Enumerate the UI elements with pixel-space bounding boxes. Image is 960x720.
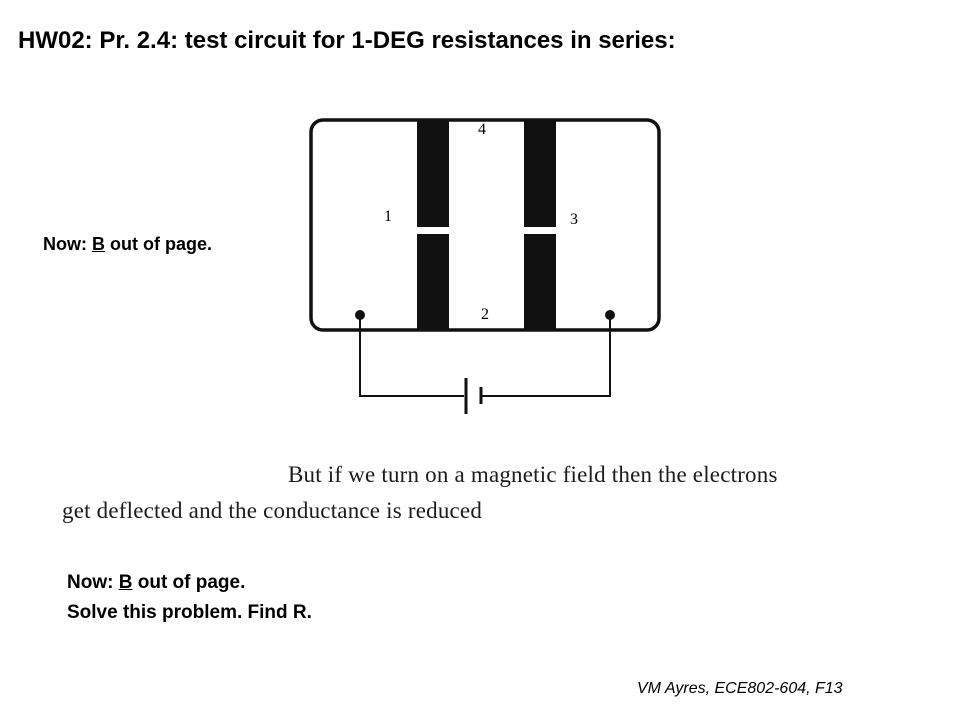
- instruction-line-1: Now: B out of page.: [67, 568, 312, 598]
- slide-footer: VM Ayres, ECE802-604, F13: [637, 680, 843, 697]
- note-prefix: Now:: [43, 234, 92, 254]
- terminal-label-4: 4: [478, 121, 486, 138]
- magnetic-field-symbol: B: [92, 234, 105, 254]
- circuit-wire: [359, 315, 611, 397]
- bottom-right-gate: [524, 234, 556, 331]
- sample-outline: [309, 118, 661, 332]
- terminal-label-3: 3: [570, 211, 578, 228]
- magnetic-field-symbol: B: [118, 572, 133, 593]
- field-direction-note: Now: B out of page.: [43, 234, 212, 255]
- terminal-label-1: 1: [384, 208, 392, 225]
- instruction-prefix: Now:: [67, 572, 119, 593]
- terminal-label-2: 2: [481, 306, 489, 323]
- problem-instructions: Now: B out of page. Solve this problem. …: [67, 568, 312, 628]
- scanned-text-line-2: get deflected and the conductance is red…: [62, 498, 483, 523]
- bottom-left-gate: [417, 234, 449, 331]
- top-right-gate: [524, 119, 556, 227]
- instruction-line-2: Solve this problem. Find R.: [67, 602, 312, 623]
- slide-title: HW02: Pr. 2.4: test circuit for 1-DEG re…: [18, 27, 676, 54]
- top-left-gate: [417, 119, 449, 227]
- note-suffix: out of page.: [105, 234, 212, 254]
- instruction-suffix: out of page.: [132, 572, 246, 593]
- scanned-text-line-1: But if we turn on a magnetic field then …: [288, 462, 778, 487]
